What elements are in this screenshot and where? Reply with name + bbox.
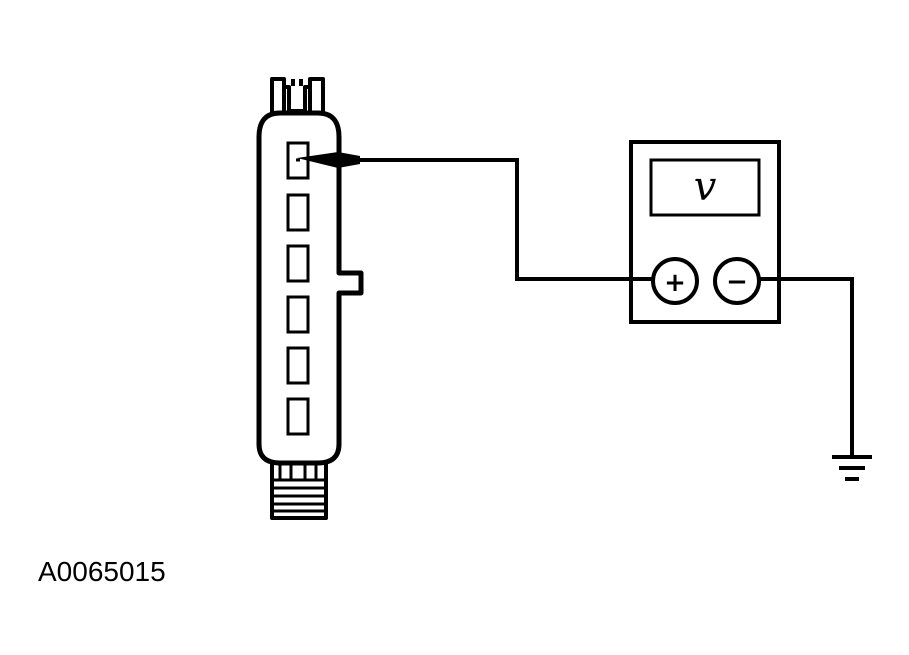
- pin-cavity: [286, 295, 310, 334]
- negative-terminal: −: [713, 257, 761, 305]
- connector-body: [256, 110, 364, 466]
- pin-cavity: [286, 244, 310, 283]
- connector: [256, 77, 364, 520]
- wire-positive-lead: [358, 158, 653, 281]
- voltmeter: v + −: [629, 140, 781, 324]
- ground-symbol-icon: [832, 455, 872, 481]
- positive-terminal: +: [651, 257, 699, 305]
- figure-id: A0065015: [38, 556, 166, 587]
- wire-negative-lead: [760, 277, 854, 455]
- negative-terminal-label: −: [726, 267, 748, 297]
- positive-terminal-label: +: [664, 268, 686, 298]
- connector-latch: [270, 77, 325, 115]
- test-probe-icon: [296, 152, 360, 168]
- pin-cavity: [286, 193, 310, 232]
- voltmeter-case: [629, 140, 781, 324]
- voltmeter-display-symbol: v: [694, 164, 717, 210]
- pin-cavity: [286, 346, 310, 385]
- voltmeter-display: [649, 158, 761, 217]
- pin-cavity: [286, 397, 310, 436]
- connector-wire-boot: [270, 463, 328, 520]
